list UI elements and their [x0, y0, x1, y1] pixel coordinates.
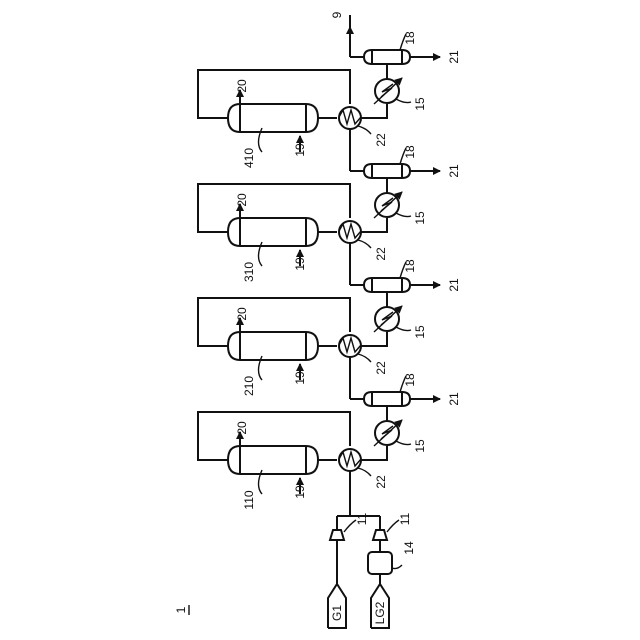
reactor-vessel	[228, 104, 318, 132]
liquid-outlet-label: 21	[447, 278, 461, 292]
heat-input-label: 19	[293, 143, 307, 157]
heat-exchanger-label: 22	[374, 361, 388, 375]
lg2-label: LG2	[373, 601, 387, 624]
heat-input-label: 19	[293, 371, 307, 385]
reactor-stage-1: 20 19 110 22 15 21 18	[198, 357, 461, 510]
figure-label: 1	[174, 606, 188, 613]
separator	[364, 50, 410, 64]
reactor-label: 410	[242, 148, 256, 168]
compressor-1-label: 11	[355, 512, 369, 525]
gas-outlet-label: 9	[330, 11, 344, 18]
gas-outlet: 9	[330, 11, 350, 52]
heat-input-label: 19	[293, 257, 307, 271]
separator-label: 18	[403, 145, 417, 159]
compressor-2-label: 11	[398, 512, 412, 525]
heat-exchanger-label: 22	[374, 475, 388, 489]
cooler-label: 15	[413, 97, 427, 111]
g1-label: G1	[330, 605, 344, 621]
cooler-label: 15	[413, 325, 427, 339]
heat-exchanger-label: 22	[374, 247, 388, 261]
separator-label: 18	[403, 31, 417, 45]
reactor-outlet-label: 20	[235, 193, 249, 207]
separator-label: 18	[403, 373, 417, 387]
reactor-outlet-label: 20	[235, 421, 249, 435]
separator	[364, 392, 410, 406]
pretreatment-label: 14	[402, 541, 416, 555]
reactor-stage-2: 20 19 210 22 15 21 18	[198, 243, 461, 396]
feed-tank-lg2: LG2	[371, 574, 389, 628]
feed-tank-g1: G1	[328, 540, 346, 628]
heat-input-label: 19	[293, 485, 307, 499]
reactor-vessel	[228, 218, 318, 246]
reactor-stage-4: 20 19 410 22 15 21 18	[198, 15, 461, 168]
reactor-outlet-label: 20	[235, 79, 249, 93]
reactor-outlet-label: 20	[235, 307, 249, 321]
reactor-label: 110	[242, 490, 256, 509]
reactor-label: 310	[242, 262, 256, 282]
reactor-label: 210	[242, 376, 256, 396]
separator-label: 18	[403, 259, 417, 273]
pretreatment-unit: 14	[368, 540, 416, 574]
separator	[364, 164, 410, 178]
reactor-vessel	[228, 446, 318, 474]
liquid-outlet-label: 21	[447, 164, 461, 178]
cooler-label: 15	[413, 211, 427, 225]
liquid-outlet-label: 21	[447, 392, 461, 406]
separator	[364, 278, 410, 292]
heat-exchanger-label: 22	[374, 133, 388, 147]
cooler-label: 15	[413, 439, 427, 453]
reactor-stage-3: 20 19 310 22 15 21 18	[198, 129, 461, 282]
reactor-vessel	[228, 332, 318, 360]
liquid-outlet-label: 21	[447, 50, 461, 64]
